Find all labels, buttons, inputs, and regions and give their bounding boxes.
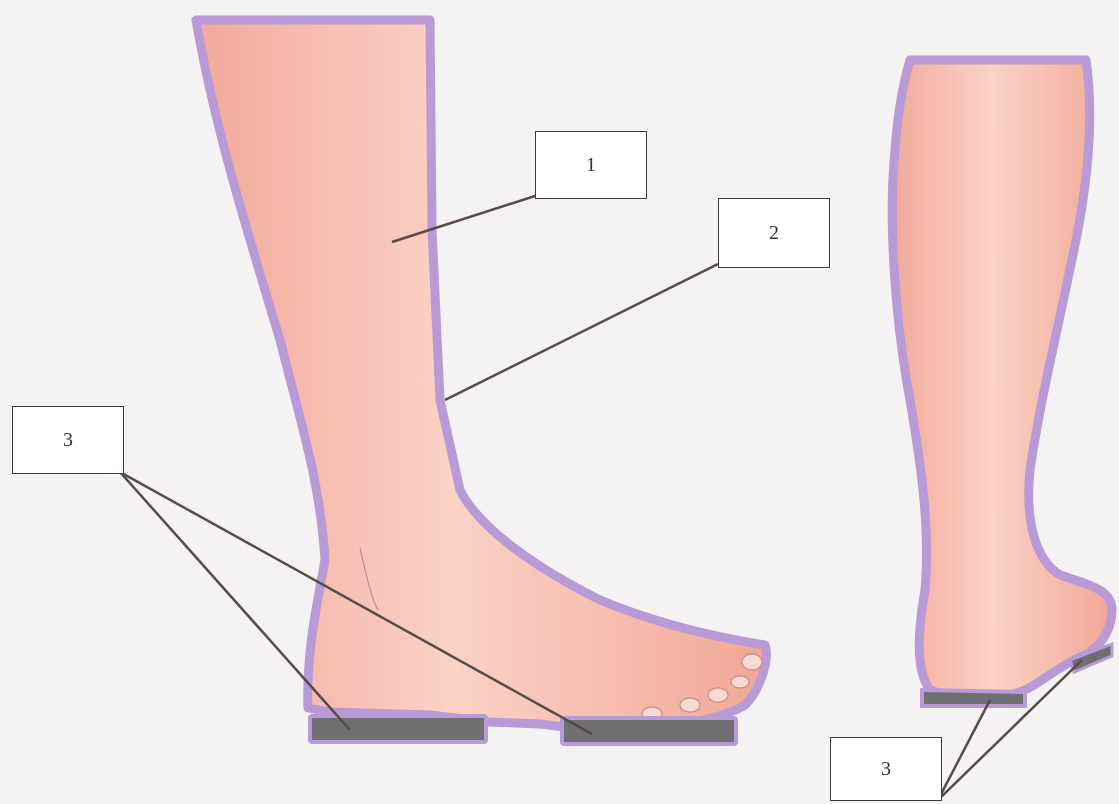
- label-3-right-text: 3: [881, 758, 891, 781]
- label-3-right: 3: [830, 737, 942, 801]
- label-1-text: 1: [586, 154, 596, 177]
- label-3-left-text: 3: [63, 429, 73, 452]
- leg-back-view: [892, 60, 1112, 706]
- leg-back-view-outline: [892, 60, 1112, 699]
- label-2-text: 2: [769, 222, 779, 245]
- label-3-left: 3: [12, 406, 124, 474]
- label-2: 2: [718, 198, 830, 268]
- label-1: 1: [535, 131, 647, 199]
- leader-3c: [938, 700, 990, 800]
- heel-support-back: [922, 690, 1025, 706]
- foot-side-view-outline: [196, 20, 766, 730]
- heel-support: [310, 716, 486, 742]
- leader-2: [445, 264, 718, 400]
